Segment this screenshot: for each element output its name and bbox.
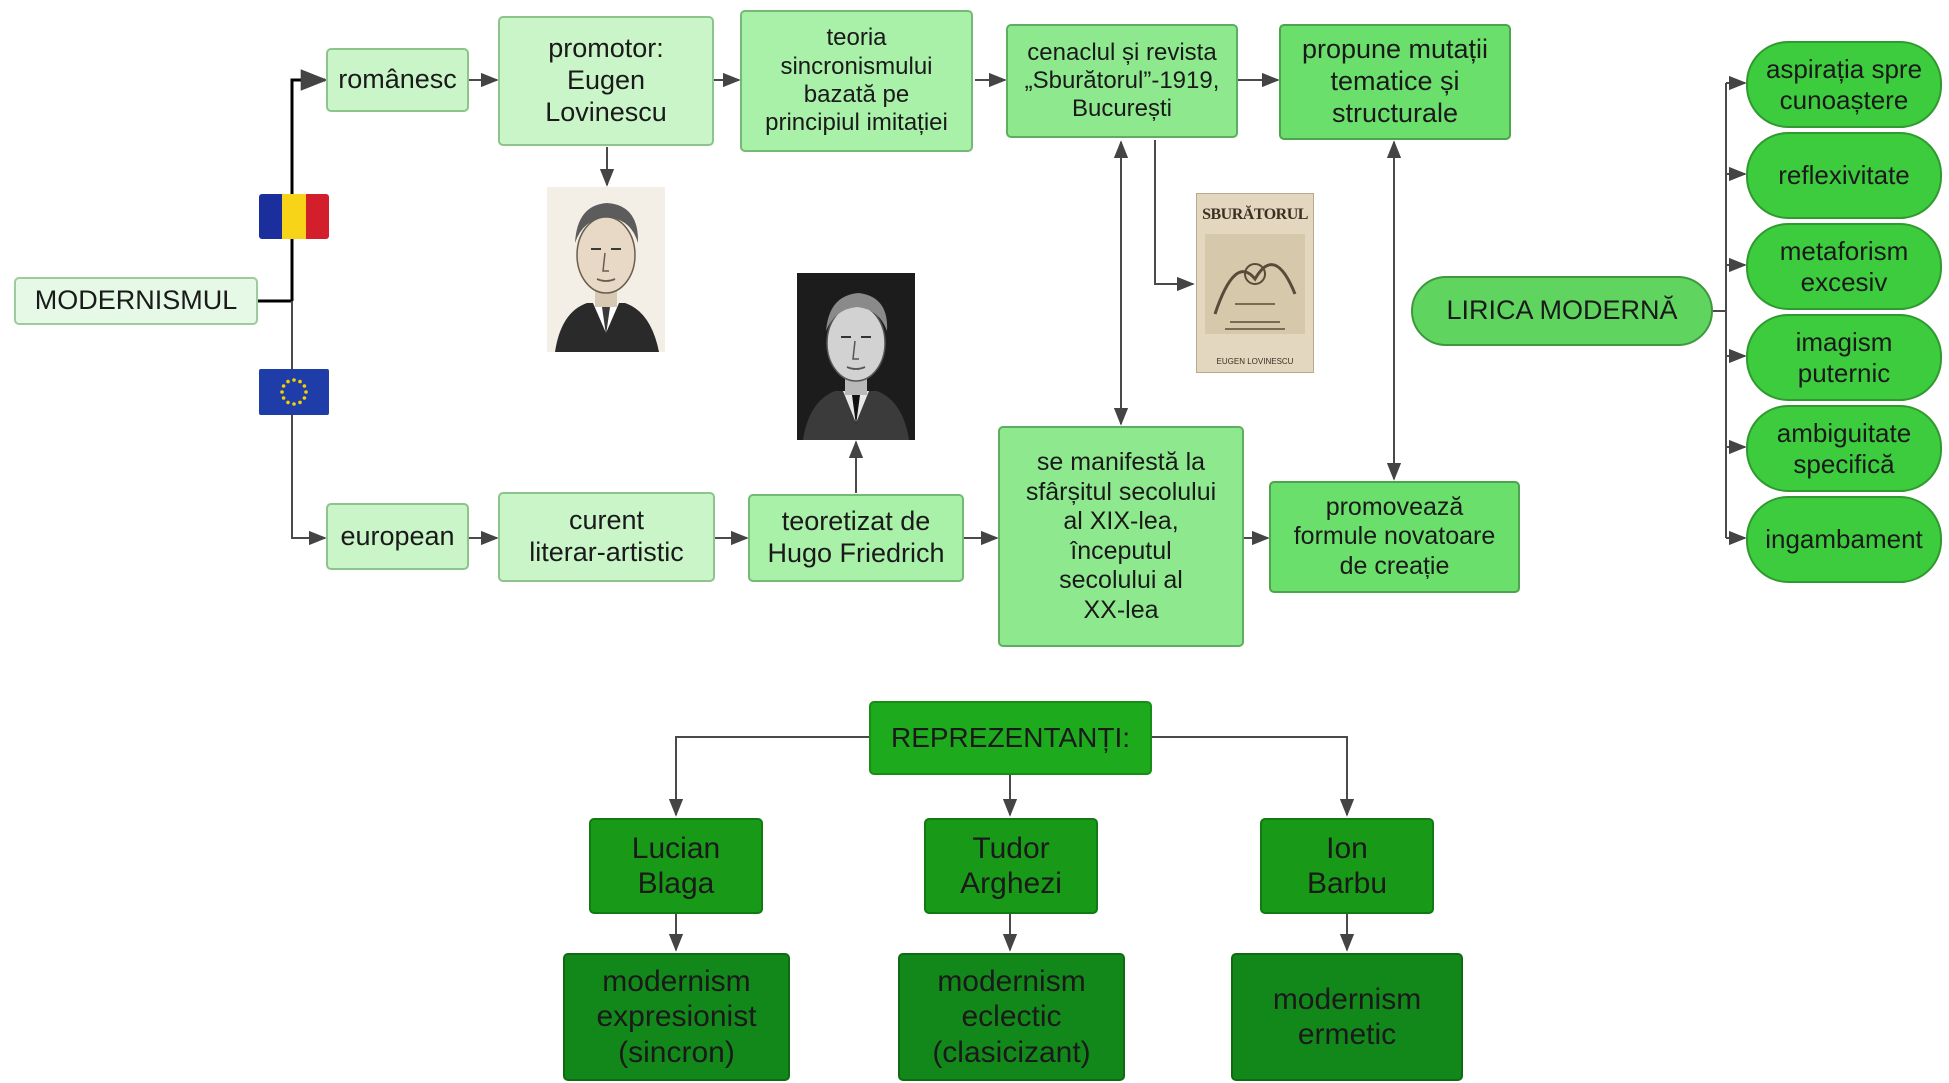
trait-reflexivity: reflexivitate bbox=[1746, 132, 1942, 219]
trait-ambiguity: ambiguitate specifică bbox=[1746, 405, 1942, 492]
romania-flag-icon bbox=[259, 194, 329, 239]
trait-imagism: imagism puternic bbox=[1746, 314, 1942, 401]
manifest-period: se manifestă la sfârșitul secolului al X… bbox=[998, 426, 1244, 647]
representatives-title: REPREZENTANȚI: bbox=[869, 701, 1152, 775]
poet-blaga: Lucian Blaga bbox=[589, 818, 763, 914]
edge-root-european bbox=[291, 301, 327, 546]
proposes-mutations: propune mutații tematice și structurale bbox=[1279, 24, 1511, 140]
branch-romanian: românesc bbox=[326, 48, 469, 112]
root-modernism: MODERNISMUL bbox=[14, 277, 258, 325]
edge-reps-barbu bbox=[1152, 736, 1355, 817]
sincronism-theory: teoria sincronismului bazată pe principi… bbox=[740, 10, 973, 152]
eu-flag-icon bbox=[259, 369, 329, 415]
trait-enjambment: ingambament bbox=[1746, 496, 1942, 583]
style-hermetic: modernism ermetic bbox=[1231, 953, 1463, 1081]
magazine-illustration bbox=[1205, 234, 1305, 334]
modern-lyric: LIRICA MODERNĂ bbox=[1411, 276, 1713, 346]
style-expressionist: modernism expresionist (sincron) bbox=[563, 953, 790, 1081]
trait-metaphorism: metaforism excesiv bbox=[1746, 223, 1942, 310]
poet-barbu: Ion Barbu bbox=[1260, 818, 1434, 914]
magazine-footer: EUGEN LOVINESCU bbox=[1216, 357, 1294, 366]
promotes-formulas: promovează formule novatoare de creație bbox=[1269, 481, 1520, 593]
sburatorul-magazine-cover: SBURĂTORUL EUGEN LOVINESCU bbox=[1196, 193, 1314, 373]
edge-root-romanian bbox=[290, 69, 328, 301]
flag-stripe-red bbox=[305, 194, 329, 239]
literary-artistic-current: curent literar-artistic bbox=[498, 492, 715, 582]
lovinescu-portrait bbox=[547, 187, 665, 352]
flag-stripe-yellow bbox=[282, 194, 306, 239]
branch-european: european bbox=[326, 503, 469, 570]
edge-reps-blaga bbox=[668, 736, 869, 817]
theorized-by-friedrich: teoretizat de Hugo Friedrich bbox=[748, 494, 964, 582]
sburatorul-circle: cenaclul și revista „Sburătorul”-1919, B… bbox=[1006, 24, 1238, 138]
promoter-lovinescu: promotor: Eugen Lovinescu bbox=[498, 16, 714, 146]
edge-circle-magazine bbox=[1154, 140, 1195, 292]
poet-arghezi: Tudor Arghezi bbox=[924, 818, 1098, 914]
flag-stripe-blue bbox=[259, 194, 283, 239]
trait-knowledge-aspiration: aspirația spre cunoaștere bbox=[1746, 41, 1942, 128]
magazine-title: SBURĂTORUL bbox=[1202, 206, 1308, 223]
style-eclectic: modernism eclectic (clasicizant) bbox=[898, 953, 1125, 1081]
friedrich-portrait bbox=[797, 273, 915, 440]
